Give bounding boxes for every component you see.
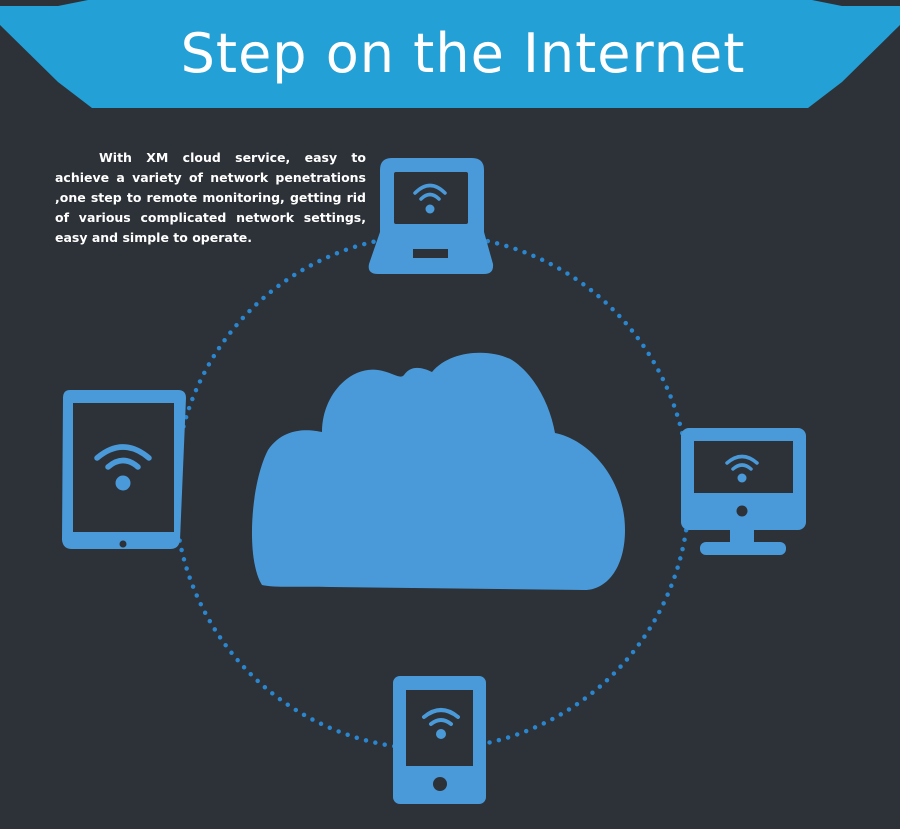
- laptop-icon: [368, 158, 494, 274]
- wifi-icon: [422, 708, 460, 739]
- banner-shape: [0, 0, 900, 108]
- wifi-icon: [725, 454, 759, 483]
- description-text: With XM cloud service, easy to achieve a…: [55, 150, 366, 245]
- page-title: Step on the Internet: [180, 22, 746, 85]
- wifi-icon: [413, 183, 447, 214]
- monitor-icon: [681, 428, 806, 555]
- phone-icon: [393, 676, 486, 804]
- cloud-icon: [251, 352, 625, 590]
- title-banner: [0, 0, 900, 108]
- wifi-icon: [94, 444, 152, 491]
- tablet-icon: [62, 390, 186, 549]
